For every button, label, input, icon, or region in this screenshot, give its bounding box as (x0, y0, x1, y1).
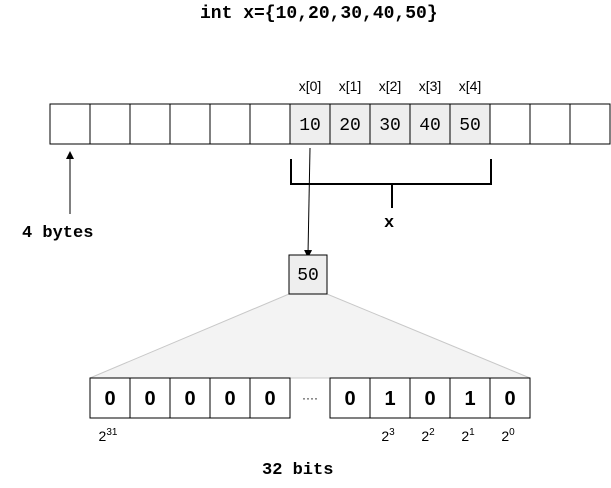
memory-cell (169, 103, 211, 145)
power-of-two-label: 231 (99, 427, 118, 444)
bit-ellipsis: ···· (302, 391, 318, 405)
array-cell-value: 40 (419, 116, 441, 136)
power-of-two-label: 21 (461, 427, 475, 444)
array-name-label: x (384, 214, 395, 233)
array-index-label: x[2] (379, 78, 402, 94)
bit-cell (449, 377, 491, 419)
bit-value: 0 (264, 388, 275, 410)
memory-cell (209, 103, 251, 145)
power-of-two-label: 20 (501, 427, 515, 444)
array-brace-line (290, 159, 492, 185)
memory-cell (89, 103, 131, 145)
bit-cell (409, 377, 451, 419)
bit-cell (89, 377, 131, 419)
bit-value: 0 (104, 388, 115, 410)
bit-cell (369, 377, 411, 419)
power-labels: 231 23 22 21 20 (99, 427, 516, 444)
bit-value: 0 (184, 388, 195, 410)
bit-value: 0 (224, 388, 235, 410)
array-index-label: x[4] (459, 78, 482, 94)
zoom-cell-value: 50 (297, 266, 319, 286)
array-index-label: x[1] (339, 78, 362, 94)
memory-cell (249, 103, 291, 145)
bit-value: 0 (504, 388, 515, 410)
bit-value: 1 (464, 388, 475, 410)
bit-value: 0 (424, 388, 435, 410)
bit-cell (209, 377, 251, 419)
bit-cell (169, 377, 211, 419)
memory-cell (569, 103, 611, 145)
power-of-two-label: 23 (381, 427, 395, 444)
cell-size-label: 4 bytes (22, 224, 94, 243)
array-cell-value: 50 (459, 116, 481, 136)
array-cell-value: 10 (299, 116, 321, 136)
array-cell (289, 103, 331, 145)
bit-value: 0 (344, 388, 355, 410)
bit-cell (329, 377, 371, 419)
array-cell-value: 30 (379, 116, 401, 136)
power-of-two-label: 22 (421, 427, 435, 444)
bit-cell (489, 377, 531, 419)
declaration-text: int x={10,20,30,40,50} (200, 4, 438, 24)
memory-cell (129, 103, 171, 145)
bit-row: 0 0 0 0 0 0 1 0 1 0 ···· (89, 377, 531, 419)
array-brace (290, 159, 492, 208)
array-cell (329, 103, 371, 145)
bit-value: 1 (384, 388, 395, 410)
memory-cell (49, 103, 91, 145)
index-labels: x[0] x[1] x[2] x[3] x[4] (299, 78, 482, 94)
array-index-label: x[0] (299, 78, 322, 94)
bit-cell (249, 377, 291, 419)
memory-row: 10 20 30 40 50 (49, 103, 611, 145)
bit-value: 0 (144, 388, 155, 410)
element-pointer-arrow (304, 147, 313, 258)
bit-cell (129, 377, 171, 419)
bits-label: 32 bits (262, 461, 334, 480)
arrows (66, 147, 313, 258)
memory-cell (489, 103, 531, 145)
zoom-fan (89, 293, 531, 379)
array-cell-value: 20 (339, 116, 361, 136)
zoom-cell-group: 50 (89, 254, 531, 379)
zoom-cell (288, 254, 328, 295)
array-index-label: x[3] (419, 78, 442, 94)
memory-cell (529, 103, 571, 145)
